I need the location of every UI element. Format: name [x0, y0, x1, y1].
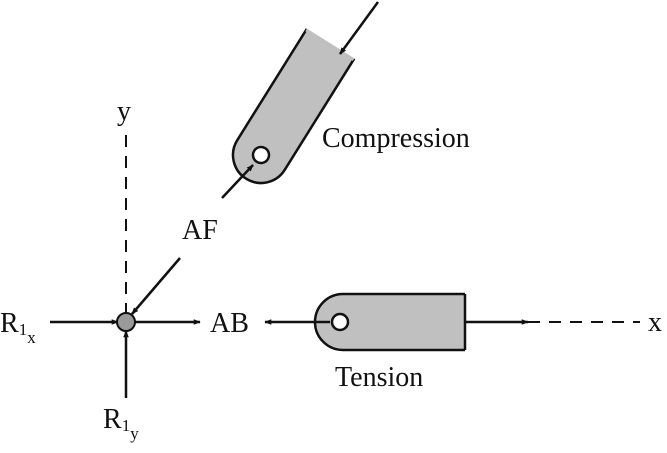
compression-member-cut-edge: [305, 28, 355, 61]
ab-label: AB: [210, 308, 249, 339]
tension-pin-hole: [330, 312, 350, 332]
af-force-arrow: [131, 257, 181, 315]
af-label: AF: [182, 215, 218, 246]
tension-label: Tension: [335, 362, 423, 393]
joint-node: [116, 312, 136, 332]
compression-pin-force-arrow: [221, 164, 254, 199]
y-axis-label: y: [117, 96, 131, 127]
compression-pin-hole: [251, 145, 271, 165]
r1y-label: R1y: [103, 404, 139, 443]
x-axis-label: x: [648, 307, 662, 338]
compression-label: Compression: [322, 123, 470, 154]
compression-member-body: [231, 28, 356, 185]
compression-load-arrow: [338, 1, 380, 55]
compression-member: [231, 28, 356, 185]
r1x-label: R1x: [0, 308, 36, 347]
